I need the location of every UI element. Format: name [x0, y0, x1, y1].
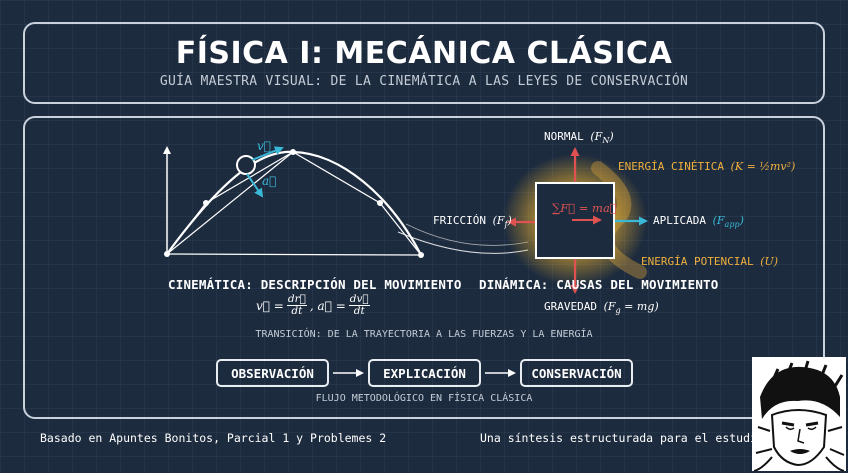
point	[203, 200, 209, 206]
friction-force-label: FRICCIÓN (Ff)	[433, 214, 512, 229]
box-equation: ∑F⃗ = ma⃗	[552, 201, 617, 215]
fraction-dv-dt: dv⃗ dt	[348, 293, 370, 317]
formula-v: v⃗ =	[256, 298, 284, 313]
point	[377, 200, 383, 206]
avatar-sketch-icon	[752, 357, 846, 471]
dynamics-title: DINÁMICA: CAUSAS DEL MOVIMIENTO	[479, 277, 719, 292]
point	[290, 149, 296, 155]
particle	[236, 155, 256, 175]
applied-force-label: APLICADA (Fapp)	[653, 214, 744, 229]
potential-energy-label: ENERGÍA POTENCIAL (U)	[641, 255, 778, 268]
flow-step-conservacion: CONSERVACIÓN	[520, 359, 633, 387]
denominator: dt	[291, 305, 303, 317]
potential-text: ENERGÍA POTENCIAL	[641, 255, 754, 268]
acceleration-vector	[246, 173, 264, 198]
friction-symbol: (Ff)	[492, 214, 512, 230]
formula-a: , a⃗ =	[309, 298, 346, 313]
numerator: dv⃗	[348, 293, 370, 306]
flow-step-observacion: OBSERVACIÓN	[216, 359, 329, 387]
kinematics-formula: v⃗ = dr⃗ dt , a⃗ = dv⃗ dt	[256, 294, 370, 317]
numerator: dr⃗	[286, 293, 307, 306]
flow-caption: FLUJO METODOLÓGICO EN FÍSICA CLÁSICA	[315, 393, 533, 404]
title-panel	[23, 22, 825, 104]
kinetic-formula: (K = ½mv²)	[730, 160, 796, 173]
page-subtitle: GUÍA MAESTRA VISUAL: DE LA CINEMÁTICA A …	[159, 74, 689, 89]
fraction-dr-dt: dr⃗ dt	[286, 293, 307, 317]
kinematics-title: CINEMÁTICA: DESCRIPCIÓN DEL MOVIMIENTO	[168, 277, 462, 292]
point	[164, 251, 170, 257]
chord-line	[166, 253, 422, 256]
footer-right: Una síntesis estructurada para el estudi…	[480, 431, 799, 445]
footer-left: Basado en Apuntes Bonitos, Parcial 1 y P…	[40, 431, 387, 445]
applied-symbol: (Fapp)	[712, 214, 744, 230]
denominator: dt	[353, 305, 365, 317]
kinetic-energy-label: ENERGÍA CINÉTICA (K = ½mv²)	[618, 160, 795, 173]
applied-text: APLICADA	[653, 214, 706, 227]
gravity-text: GRAVEDAD	[544, 300, 597, 313]
kinetic-text: ENERGÍA CINÉTICA	[618, 160, 724, 173]
page-title: FÍSICA I: MECÁNICA CLÁSICA	[175, 36, 673, 71]
flow-step-explicacion: EXPLICACIÓN	[368, 359, 481, 387]
point	[418, 252, 424, 258]
avatar	[752, 357, 846, 471]
transition-caption: TRANSICIÓN: DE LA TRAYECTORIA A LAS FUER…	[255, 329, 593, 340]
potential-formula: (U)	[760, 255, 779, 268]
velocity-vector	[251, 146, 284, 161]
gravity-force-label: GRAVEDAD (Fg = mg)	[544, 300, 659, 315]
velocity-label: v⃗	[257, 139, 271, 153]
main-panel	[23, 116, 825, 419]
gravity-symbol: (Fg = mg)	[603, 300, 659, 316]
friction-text: FRICCIÓN	[433, 214, 486, 227]
normal-text: NORMAL	[544, 130, 584, 143]
chord-line	[166, 151, 294, 255]
normal-symbol: (FN)	[590, 130, 614, 146]
acceleration-label: a⃗	[262, 174, 276, 188]
normal-force-label: NORMAL (FN)	[544, 130, 614, 145]
